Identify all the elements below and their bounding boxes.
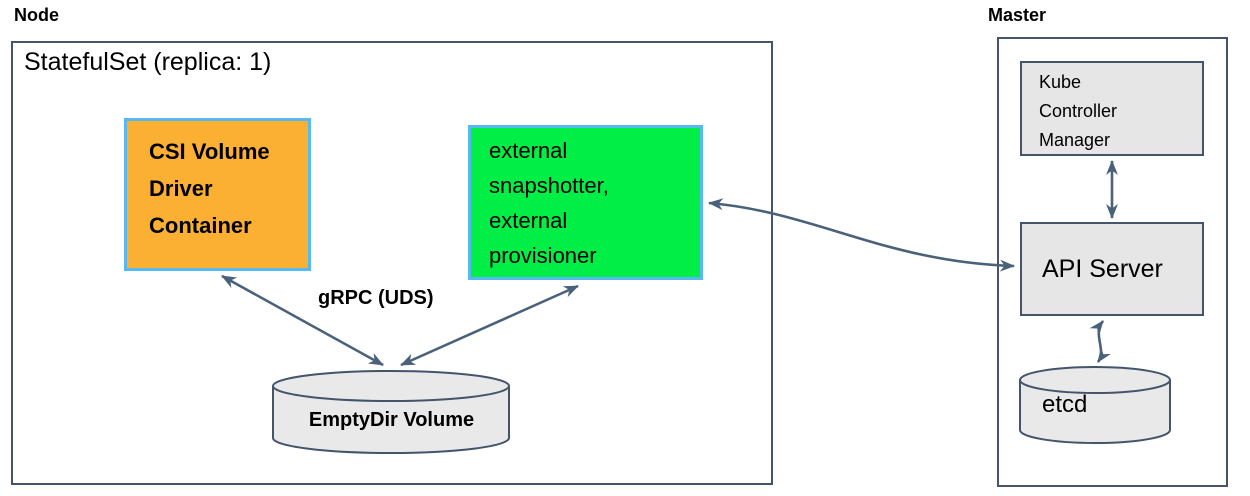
csi-box-label-line: CSI Volume	[149, 139, 270, 164]
kube-controller-manager-box: Kube Controller Manager	[1020, 61, 1204, 156]
sidecar-box-label-line: external	[489, 208, 568, 233]
api-server-label: API Server	[1042, 254, 1163, 283]
csi-volume-driver-container-box: CSI Volume Driver Container	[124, 118, 311, 271]
grpc-uds-connection-label: gRPC (UDS)	[318, 287, 434, 309]
kcm-box-label-line: Controller	[1039, 101, 1118, 121]
master-section-label: Master	[988, 5, 1047, 25]
external-snapshotter-provisioner-box: external snapshotter, external provision…	[468, 125, 703, 280]
sidecar-box-label-line: external	[489, 138, 568, 163]
node-section-label: Node	[14, 5, 59, 25]
statefulset-title: StatefulSet (replica: 1)	[24, 48, 272, 76]
etcd-label: etcd	[1042, 391, 1088, 418]
emptydir-volume-label: EmptyDir Volume	[308, 409, 475, 431]
api-server-box: API Server	[1020, 222, 1204, 316]
sidecar-box-label-line: provisioner	[489, 243, 597, 268]
sidecar-box-label-line: snapshotter,	[489, 173, 609, 198]
csi-box-label-line: Driver	[149, 176, 213, 201]
kcm-box-label-line: Manager	[1039, 130, 1111, 150]
kcm-box-label-line: Kube	[1039, 72, 1082, 92]
csi-box-label-line: Container	[149, 213, 252, 238]
